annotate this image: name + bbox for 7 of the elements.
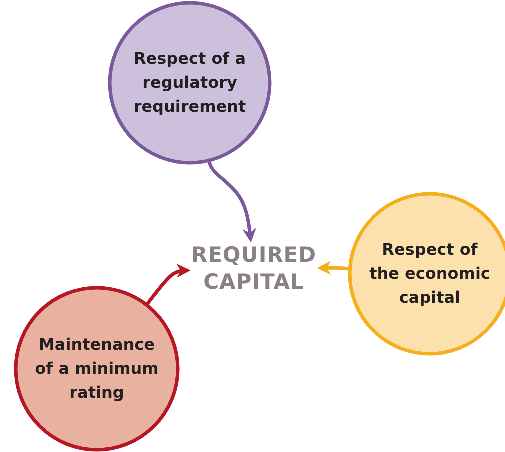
curved-arrow [146, 264, 191, 306]
circle-label: Respect of the economic capital [368, 239, 492, 309]
circle-label: Respect of a regulatory requirement [132, 48, 248, 118]
curved-arrow [317, 261, 350, 276]
curved-arrow [208, 161, 257, 243]
central-label: REQUIRED CAPITAL [190, 242, 318, 296]
circle-label: Maintenance of a minimum rating [34, 334, 160, 404]
